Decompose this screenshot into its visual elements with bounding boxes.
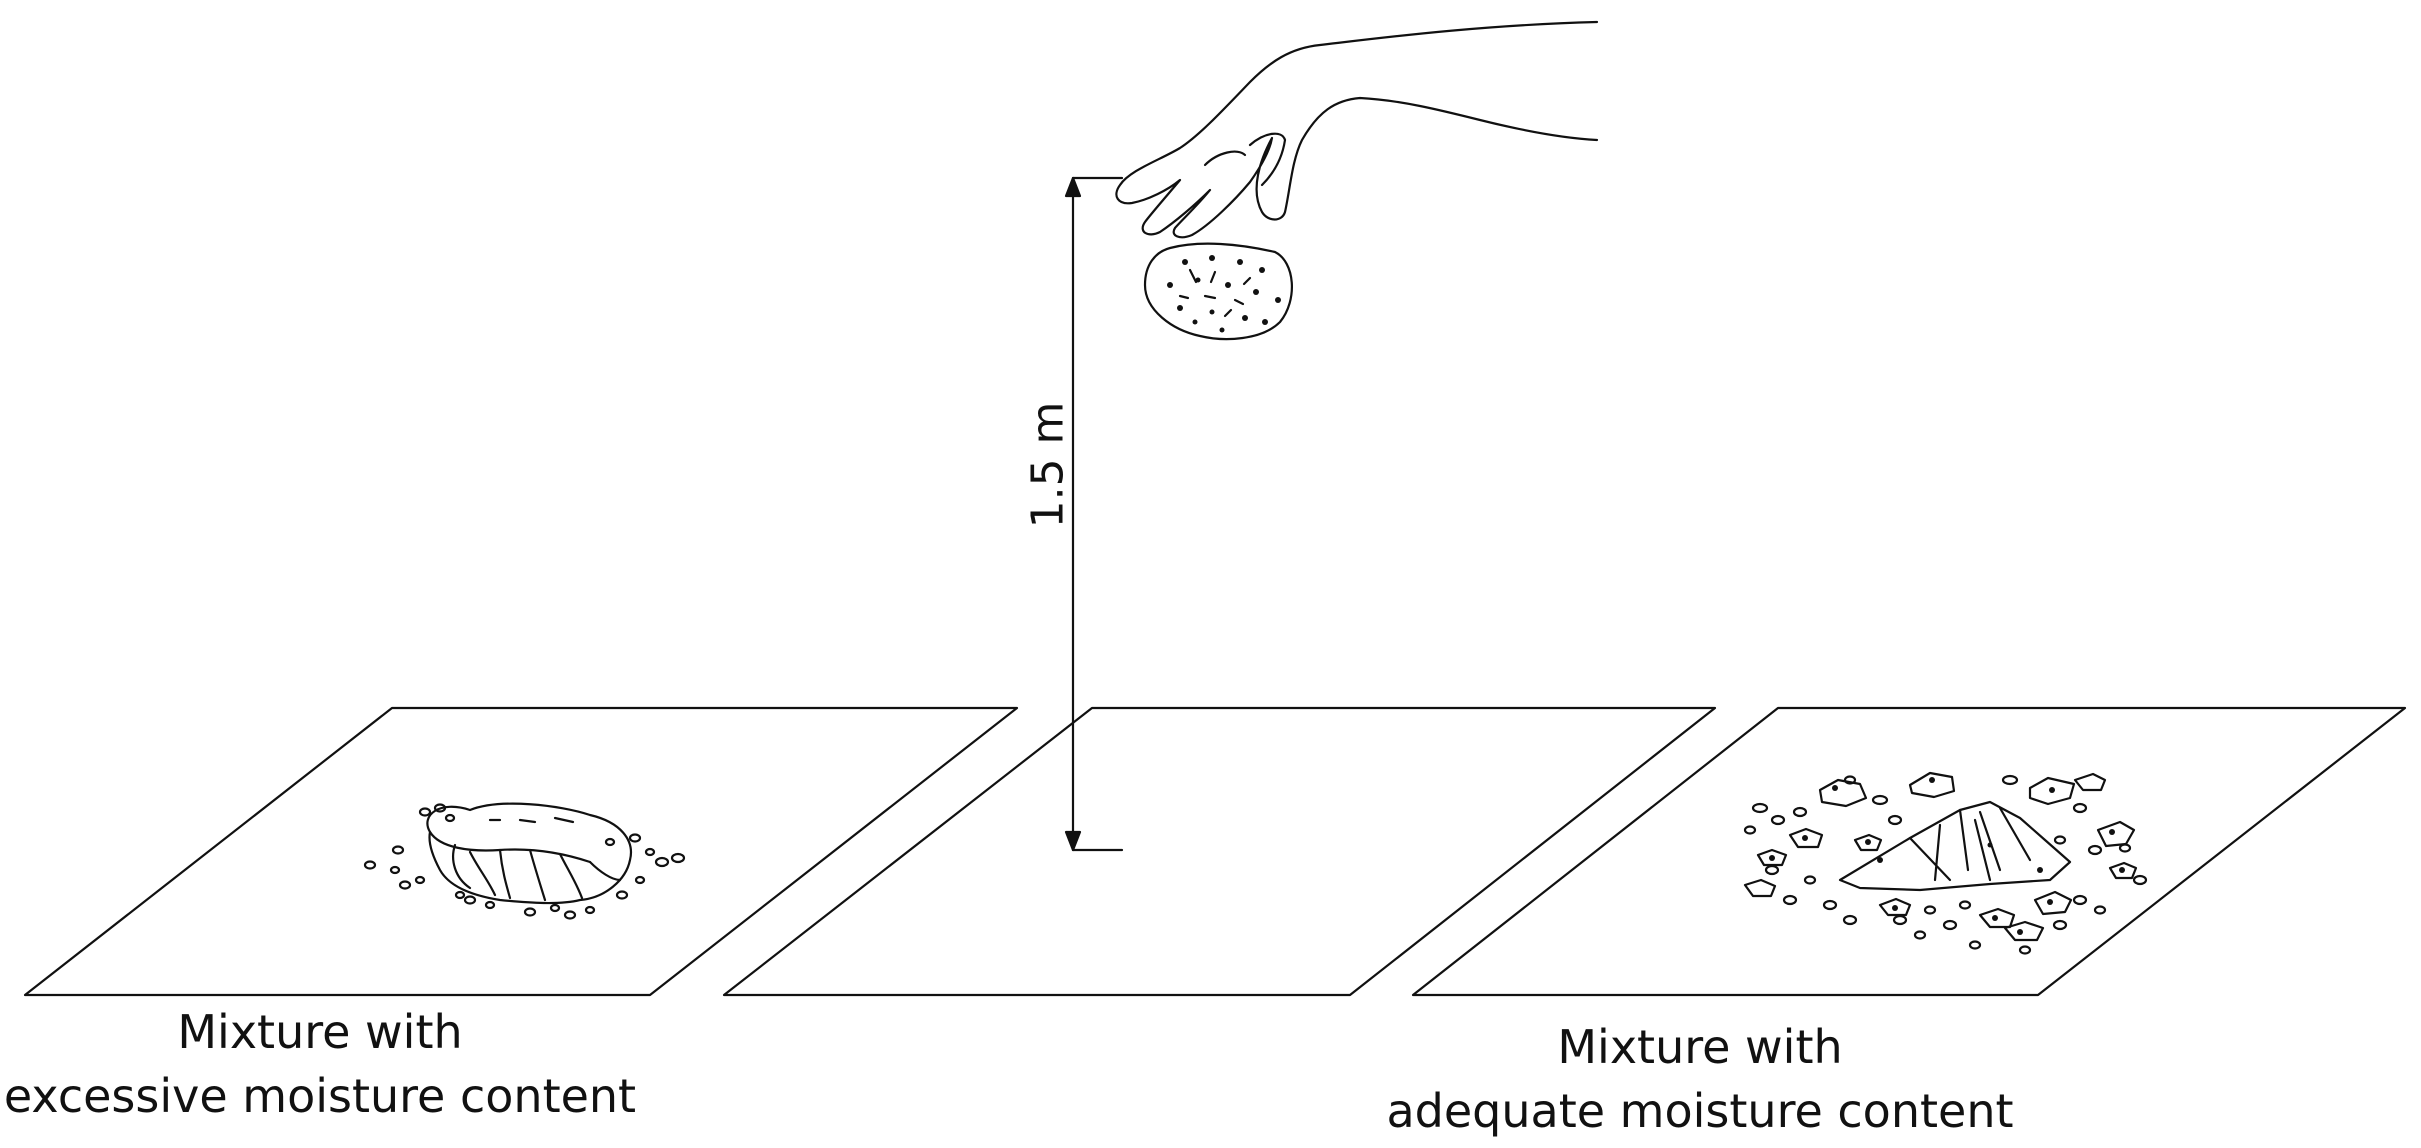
crumbled-fragments-icon <box>1743 771 2148 955</box>
plate-left <box>23 706 1019 997</box>
caption-excessive-moisture: Mixture with excessive moisture content <box>0 1000 640 1128</box>
soil-ball-icon <box>1143 242 1293 341</box>
caption-right-line2: adequate moisture content <box>1386 1084 2014 1138</box>
caption-left-line1: Mixture with <box>177 1005 463 1059</box>
caption-right-line1: Mixture with <box>1557 1020 1843 1074</box>
plate-right <box>1411 706 2407 997</box>
plate-center <box>722 706 1717 997</box>
caption-left-line2: excessive moisture content <box>3 1069 637 1123</box>
hand-icon <box>1115 20 1599 239</box>
caption-adequate-moisture: Mixture with adequate moisture content <box>1360 1015 2040 1143</box>
height-label: 1.5 m <box>1022 401 1074 529</box>
height-dimension <box>1064 176 1124 852</box>
flattened-pat-icon <box>363 802 686 920</box>
